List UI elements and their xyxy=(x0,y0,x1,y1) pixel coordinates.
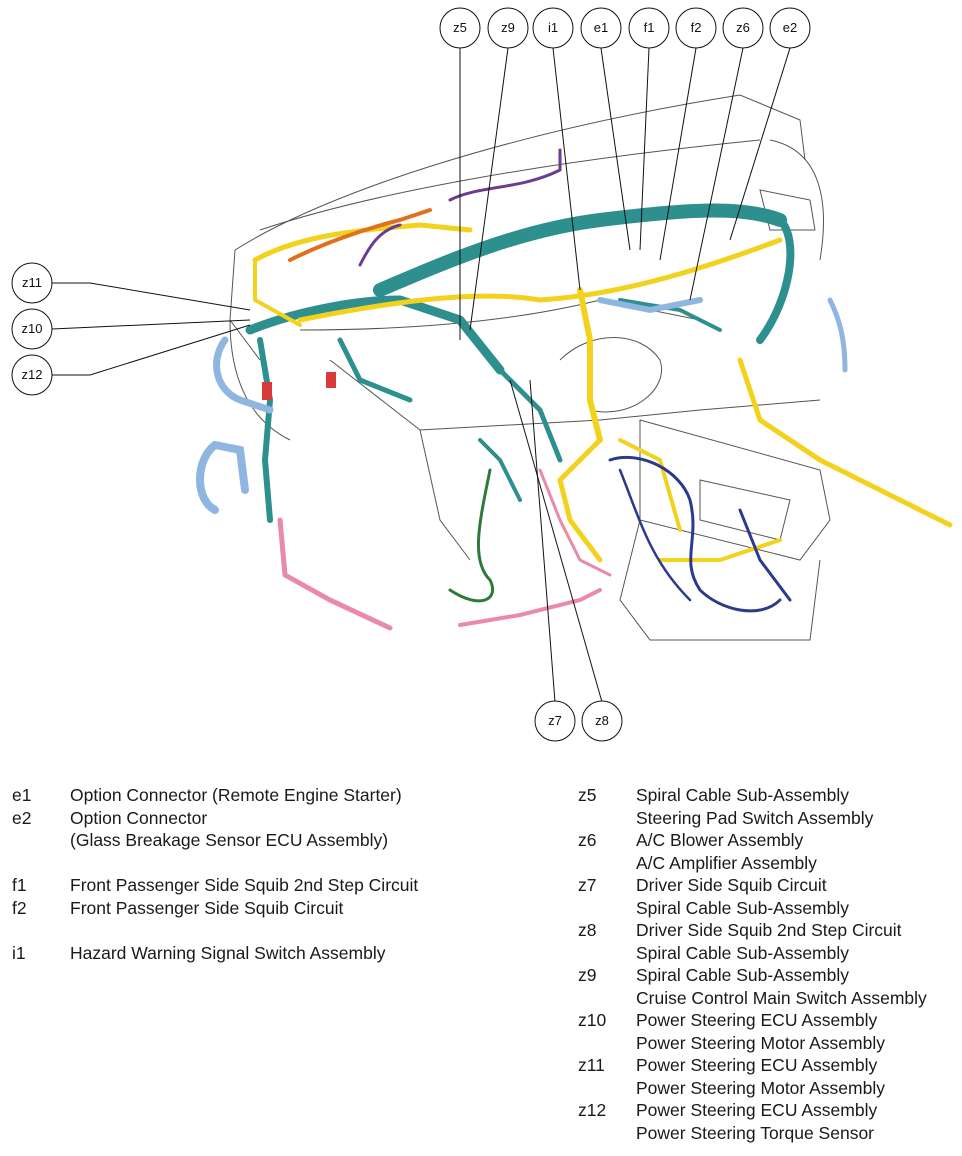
legend-desc: Power Steering ECU Assembly xyxy=(636,1010,878,1030)
legend-code: z8 xyxy=(578,920,597,940)
svg-text:z8: z8 xyxy=(595,713,609,728)
legend-entry-e1: e1 Option Connector (Remote Engine Start… xyxy=(12,784,532,807)
legend-entry-e2: e2 Option Connector xyxy=(12,807,532,830)
legend-desc: Power Steering ECU Assembly xyxy=(636,1055,878,1075)
legend-desc: Spiral Cable Sub-Assembly xyxy=(636,897,850,918)
legend-code: f2 xyxy=(12,897,27,918)
svg-text:z5: z5 xyxy=(453,20,467,35)
legend-code: f1 xyxy=(12,875,27,895)
callout-z11: z11 xyxy=(11,262,53,304)
svg-text:i1: i1 xyxy=(548,20,558,35)
legend-entry-z10: z10 Power Steering ECU Assembly xyxy=(578,1009,958,1032)
legend-entry-z6: z6 A/C Blower Assembly xyxy=(578,829,958,852)
callout-f2: f2 xyxy=(675,7,717,49)
harness-yellow xyxy=(252,222,953,563)
legend-desc: Cruise Control Main Switch Assembly xyxy=(636,987,927,1008)
legend-desc-continued: Steering Pad Switch Assembly xyxy=(578,807,958,830)
legend-desc: Power Steering Motor Assembly xyxy=(636,1032,885,1053)
dashboard-outline xyxy=(229,94,831,641)
svg-text:z6: z6 xyxy=(736,20,750,35)
legend-desc: Option Connector (Remote Engine Starter) xyxy=(70,785,402,805)
harness-orange xyxy=(288,208,432,262)
legend-code: z10 xyxy=(578,1010,607,1030)
legend-desc: A/C Blower Assembly xyxy=(636,830,804,850)
svg-text:e1: e1 xyxy=(594,20,608,35)
svg-text:z9: z9 xyxy=(501,20,515,35)
callout-z7: z7 xyxy=(534,700,576,742)
harness-red xyxy=(262,372,336,400)
svg-text:z7: z7 xyxy=(548,713,562,728)
callout-z5: z5 xyxy=(439,7,481,49)
harness-purple xyxy=(358,148,562,267)
legend-desc: A/C Amplifier Assembly xyxy=(636,852,817,873)
svg-text:z10: z10 xyxy=(22,321,43,336)
legend-desc-continued: Spiral Cable Sub-Assembly xyxy=(578,897,958,920)
legend-code: e2 xyxy=(12,807,32,828)
legend-desc: Front Passenger Side Squib Circuit xyxy=(70,897,344,918)
callout-z10: z10 xyxy=(11,308,53,350)
legend-desc: (Glass Breakage Sensor ECU Assembly) xyxy=(70,830,389,850)
legend-entry-z12: z12 Power Steering ECU Assembly xyxy=(578,1099,958,1122)
legend-desc: Power Steering Motor Assembly xyxy=(636,1077,885,1098)
callout-e1: e1 xyxy=(580,7,622,49)
legend-code: z7 xyxy=(578,875,597,895)
legend-desc: Option Connector xyxy=(70,807,208,828)
svg-text:f1: f1 xyxy=(644,20,655,35)
legend-code: z9 xyxy=(578,965,597,985)
legend-desc: Hazard Warning Signal Switch Assembly xyxy=(70,942,386,963)
harness-lightblue xyxy=(196,297,848,514)
legend-code: z12 xyxy=(578,1100,607,1120)
legend-desc-continued: Power Steering Torque Sensor xyxy=(578,1122,958,1145)
legend-entry-z8: z8 Driver Side Squib 2nd Step Circuit xyxy=(578,919,958,942)
legend-entry-f2: f2 Front Passenger Side Squib Circuit xyxy=(12,897,532,920)
callout-z6: z6 xyxy=(722,7,764,49)
legend-code: z5 xyxy=(578,785,597,805)
legend-code: e1 xyxy=(12,785,32,805)
legend-desc: Spiral Cable Sub-Assembly xyxy=(636,942,850,963)
legend-entry-z7: z7 Driver Side Squib Circuit xyxy=(578,874,958,897)
legend-entry-z9: z9 Spiral Cable Sub-Assembly xyxy=(578,964,958,987)
legend-code: z6 xyxy=(578,830,597,850)
legend-desc: Driver Side Squib Circuit xyxy=(636,875,827,895)
harness-green xyxy=(448,468,494,603)
svg-text:f2: f2 xyxy=(691,20,702,35)
legend-code: i1 xyxy=(12,942,26,963)
legend-desc: Steering Pad Switch Assembly xyxy=(636,807,874,828)
legend-entry-z5: z5 Spiral Cable Sub-Assembly xyxy=(578,784,958,807)
legend-desc: Power Steering Torque Sensor xyxy=(636,1122,875,1143)
legend-desc-continued: A/C Amplifier Assembly xyxy=(578,852,958,875)
legend-entry-f1: f1 Front Passenger Side Squib 2nd Step C… xyxy=(12,874,532,897)
legend-entry-z11: z11 Power Steering ECU Assembly xyxy=(578,1054,958,1077)
callout-z9: z9 xyxy=(487,7,529,49)
harness-pink xyxy=(277,468,612,631)
legend-desc-continued: (Glass Breakage Sensor ECU Assembly) xyxy=(12,829,532,852)
callout-z12: z12 xyxy=(11,354,53,396)
legend-desc: Power Steering ECU Assembly xyxy=(636,1100,878,1120)
callout-z8: z8 xyxy=(581,700,623,742)
svg-text:e2: e2 xyxy=(783,20,797,35)
legend-desc-continued: Spiral Cable Sub-Assembly xyxy=(578,942,958,965)
legend-left: e1 Option Connector (Remote Engine Start… xyxy=(12,784,532,964)
wiring-harness-diagram: z5 z9 i1 e1 f1 f2 z6 e2 z11 z10 z12 z7 z… xyxy=(11,7,953,742)
svg-text:z12: z12 xyxy=(22,367,43,382)
callout-e2: e2 xyxy=(769,7,811,49)
legend-entry-i1: i1 Hazard Warning Signal Switch Assembly xyxy=(12,942,532,965)
legend-desc: Spiral Cable Sub-Assembly xyxy=(636,965,850,985)
legend-desc: Front Passenger Side Squib 2nd Step Circ… xyxy=(70,875,419,895)
legend-desc-continued: Power Steering Motor Assembly xyxy=(578,1077,958,1100)
legend-desc: Driver Side Squib 2nd Step Circuit xyxy=(636,920,902,940)
legend-desc-continued: Cruise Control Main Switch Assembly xyxy=(578,987,958,1010)
callout-f1: f1 xyxy=(628,7,670,49)
legend-code: z11 xyxy=(578,1055,605,1075)
svg-text:z11: z11 xyxy=(22,275,42,290)
callout-i1: i1 xyxy=(532,7,574,49)
harness-navy xyxy=(608,455,792,613)
legend-desc: Spiral Cable Sub-Assembly xyxy=(636,785,850,805)
leader-lines xyxy=(51,47,791,703)
harness-teal xyxy=(245,203,795,523)
legend-desc-continued: Power Steering Motor Assembly xyxy=(578,1032,958,1055)
